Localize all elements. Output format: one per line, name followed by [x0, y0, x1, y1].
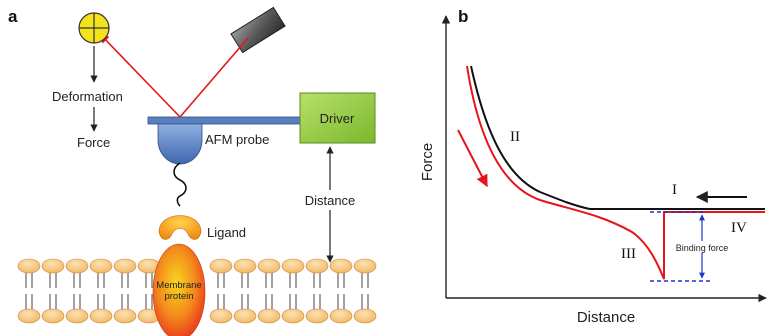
lipid-head	[209, 258, 233, 274]
lipid-head	[329, 258, 353, 274]
label-driver: Driver	[320, 111, 355, 126]
lipid-head	[65, 308, 89, 324]
lipid-bilayer	[17, 258, 377, 324]
label-membrane-protein-line1: Membrane	[156, 280, 201, 291]
lipid-tails	[361, 272, 369, 310]
lipid-head	[305, 308, 329, 324]
label-deformation: Deformation	[52, 89, 123, 104]
lipid-head	[353, 308, 377, 324]
lipid-head	[353, 258, 377, 274]
retract-curve	[466, 65, 765, 280]
lipid-head	[17, 258, 41, 274]
approach-curve	[470, 65, 765, 210]
binding-force-label-bg	[670, 241, 734, 253]
lipid-tails	[241, 272, 249, 310]
label-afm-probe: AFM probe	[205, 132, 269, 147]
membrane-protein	[152, 243, 206, 336]
lipid-head	[257, 258, 281, 274]
y-axis-label: Force	[419, 143, 436, 181]
retract-direction-arrow	[457, 129, 488, 188]
ligand	[158, 215, 202, 240]
label-ligand: Ligand	[207, 225, 246, 240]
lipid-head	[257, 308, 281, 324]
lipid-tails	[313, 272, 321, 310]
lipid-head	[17, 308, 41, 324]
lipid-head	[233, 258, 257, 274]
lipid-tails	[25, 272, 33, 310]
binding-force-label: Binding force	[676, 243, 729, 253]
region-label-i: I	[672, 182, 677, 198]
laser-beam	[99, 33, 249, 118]
lipid-head	[233, 308, 257, 324]
quadrant-photodetector-icon	[78, 12, 110, 44]
region-label-iv: IV	[731, 220, 747, 236]
lipid-tails	[97, 272, 105, 310]
lipid-head	[65, 258, 89, 274]
lipid-head	[281, 308, 305, 324]
lipid-head	[113, 258, 137, 274]
lipid-head	[41, 308, 65, 324]
driver-box	[299, 92, 376, 144]
laser-source-icon	[230, 6, 286, 54]
x-axis-label: Distance	[577, 309, 635, 326]
lipid-tails	[337, 272, 345, 310]
panel-a-letter: a	[8, 7, 18, 26]
lipid-tails	[265, 272, 273, 310]
lipid-tails	[49, 272, 57, 310]
lipid-head	[281, 258, 305, 274]
afm-probe-tip	[157, 123, 203, 165]
lipid-head	[113, 308, 137, 324]
lipid-head	[41, 258, 65, 274]
region-label-iii: III	[621, 246, 636, 262]
panel-b-letter: b	[458, 7, 468, 26]
lipid-head	[209, 308, 233, 324]
label-membrane-protein-line2: protein	[164, 291, 193, 302]
lipid-head	[89, 258, 113, 274]
linker-tether	[173, 162, 187, 207]
cantilever	[147, 116, 301, 125]
lipid-head	[89, 308, 113, 324]
lipid-tails	[217, 272, 225, 310]
label-distance: Distance	[305, 193, 356, 208]
distance-label-bg	[298, 190, 362, 210]
lipid-head	[329, 308, 353, 324]
region-label-ii: II	[510, 129, 520, 145]
lipid-head	[305, 258, 329, 274]
lipid-tails	[145, 272, 153, 310]
label-force: Force	[77, 135, 110, 150]
lipid-tails	[289, 272, 297, 310]
lipid-tails	[73, 272, 81, 310]
lipid-tails	[121, 272, 129, 310]
